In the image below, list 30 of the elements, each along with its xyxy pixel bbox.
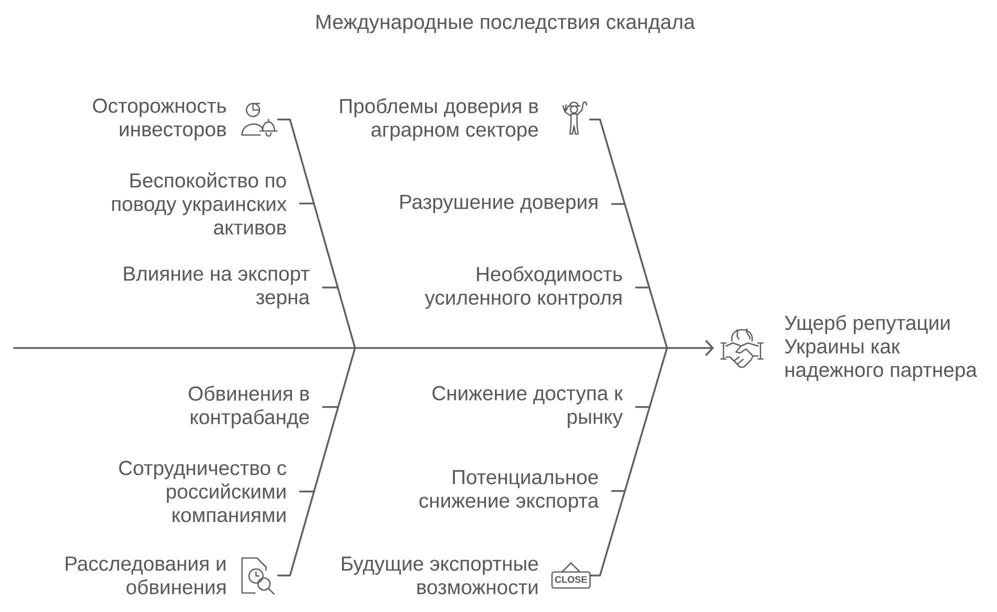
cause-label: Беспокойство по поводу украинских активов <box>112 172 287 235</box>
spine-line <box>354 347 668 349</box>
category-label: Будущие экспортные возможности <box>342 556 538 594</box>
bone-line <box>589 118 668 349</box>
branch-line <box>299 490 315 492</box>
cause-label: Обвинения в контрабанде <box>188 386 309 428</box>
category-label: Проблемы доверия в аграрном секторе <box>340 98 538 141</box>
sign-text: CLOSE <box>555 576 587 583</box>
cause-label: Разрушение доверия <box>400 194 598 214</box>
bone-line <box>277 347 356 576</box>
bone-line <box>277 118 356 349</box>
branch-line <box>611 203 626 205</box>
branch-line <box>322 286 339 288</box>
cause-label: Влияние на экспорт зерна <box>124 266 310 308</box>
branch-line <box>322 406 340 408</box>
branch-line <box>635 286 650 288</box>
cause-label: Потенциальное снижение экспорта <box>420 470 599 512</box>
branch-line <box>635 406 651 408</box>
cause-label: Снижение доступа к рынку <box>432 386 623 428</box>
branch-line <box>299 202 315 204</box>
spine-line <box>13 347 356 349</box>
branch-line <box>611 490 626 492</box>
title: Международные последствия скандала <box>316 14 695 34</box>
cause-label: Сотрудничество с российскими компаниями <box>119 460 286 522</box>
category-label: Осторожность инвесторов <box>93 98 226 140</box>
effect-label: Ущерб репутации Украины как надежного партнера <box>784 314 978 382</box>
bone-line <box>589 347 668 576</box>
cause-label: Необходимость усиленного контроля <box>424 266 622 309</box>
category-label: Расследования и обвинения <box>66 556 226 594</box>
spine-arrow <box>666 340 714 356</box>
